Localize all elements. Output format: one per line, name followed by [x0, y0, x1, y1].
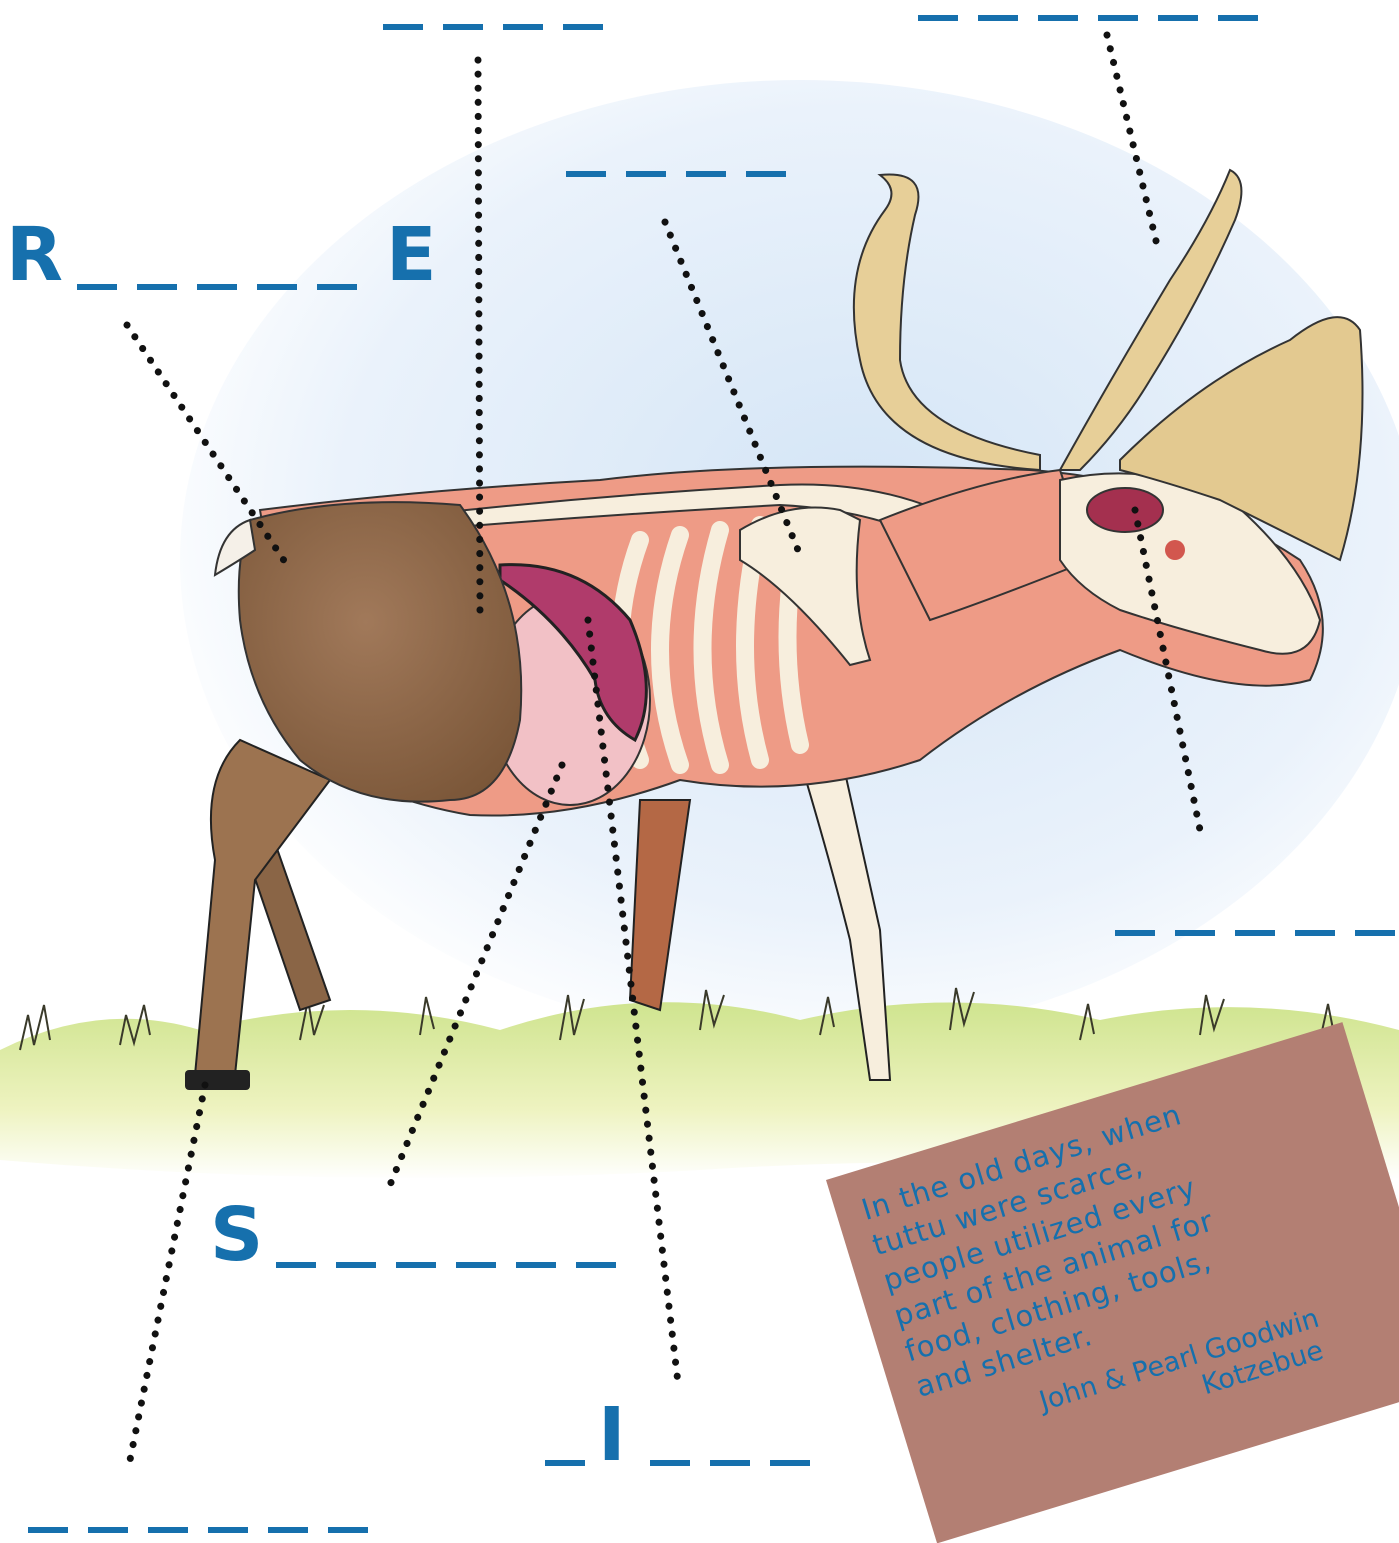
eye: [1165, 540, 1185, 560]
letter-r: R: [6, 218, 63, 292]
letter-e: E: [386, 218, 437, 292]
letter-s: S: [210, 1198, 263, 1272]
brain: [1087, 488, 1163, 532]
letter-i: I: [598, 1398, 626, 1472]
hoof: [185, 1070, 250, 1090]
